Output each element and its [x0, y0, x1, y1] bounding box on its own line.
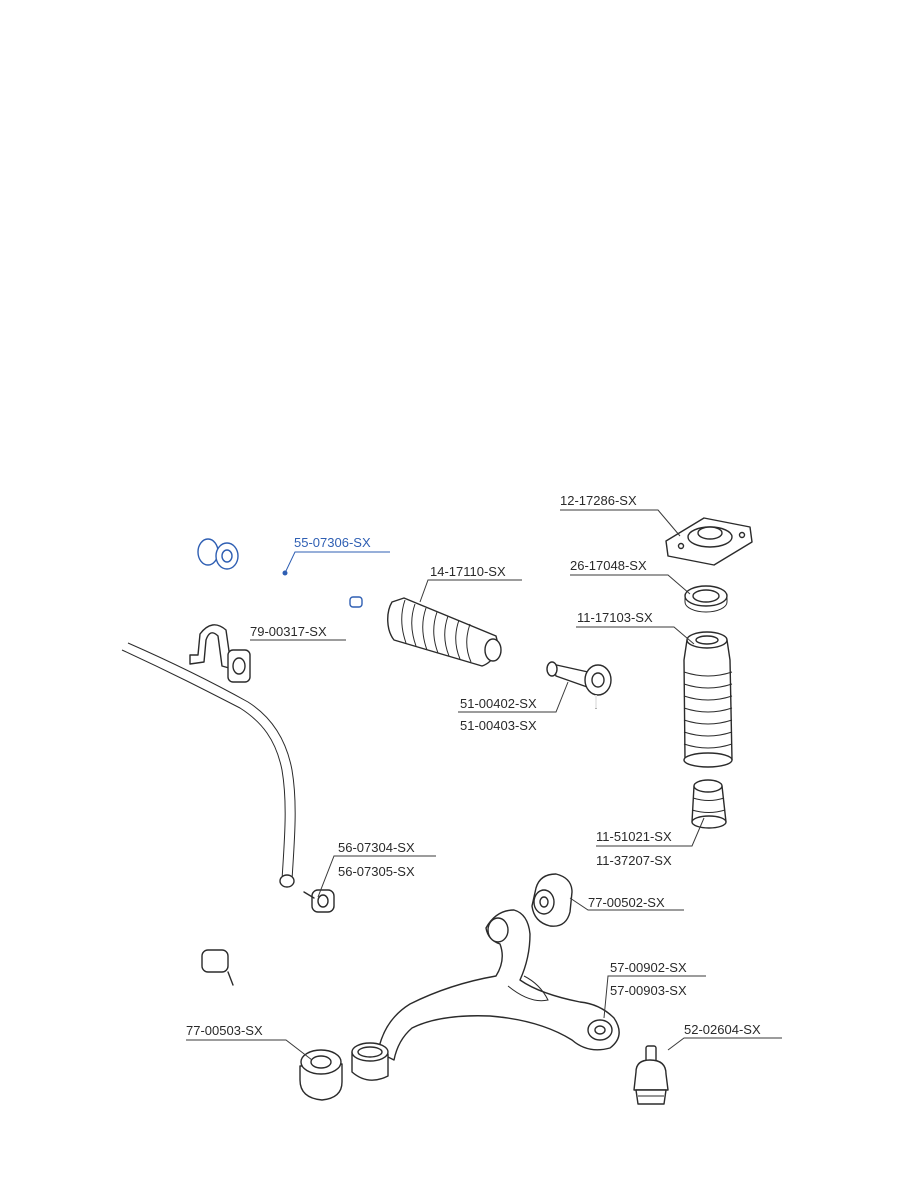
arm-ring-bushing-part	[351, 1042, 389, 1081]
arm-bushing-left-part-number: 77-00503-SX	[186, 1023, 263, 1038]
stabilizer-bar-part	[121, 642, 296, 888]
stab-link-part-number-1: 56-07304-SX	[338, 840, 415, 855]
arm-bushing-top-leader	[569, 897, 684, 911]
bump-stop-part-number-1: 11-51021-SX	[596, 829, 672, 844]
tie-rod-end-part	[546, 661, 612, 709]
control-arm-leader	[603, 975, 706, 1019]
bump-stop-leader	[596, 817, 705, 847]
ball-joint-part	[633, 1045, 669, 1105]
steering-boot-part	[387, 597, 502, 667]
bump-stop-part	[691, 779, 727, 829]
arm-bushing-top-part	[531, 873, 573, 927]
tie-rod-end-leader	[458, 681, 569, 713]
control-arm-part-number-2: 57-00903-SX	[610, 983, 687, 998]
dust-cover-part-number: 11-17103-SX	[577, 610, 653, 625]
lower-control-arm-part	[377, 909, 620, 1061]
bearing-leader	[570, 574, 691, 595]
tie-rod-end-part-number-2: 51-00403-SX	[460, 718, 537, 733]
stabilizer-link-part	[201, 889, 335, 986]
ball-joint-leader	[667, 1037, 782, 1051]
ball-joint-part-number: 52-02604-SX	[684, 1022, 761, 1037]
strut-bearing-part	[684, 585, 728, 613]
bushing-clamp-part	[189, 624, 251, 683]
tie-rod-part-number: 55-07306-SX	[294, 535, 371, 550]
tie-rod-end-part-number-1: 51-00402-SX	[460, 696, 537, 711]
mount-leader	[560, 509, 681, 537]
bearing-part-number: 26-17048-SX	[570, 558, 647, 573]
arm-bushing-left-leader	[186, 1039, 313, 1061]
strut-mount-part	[665, 517, 753, 566]
bushing-clamp-part-number: 79-00317-SX	[250, 624, 327, 639]
arm-bushing-top-part-number: 77-00502-SX	[588, 895, 665, 910]
stab-link-part-number-2: 56-07305-SX	[338, 864, 415, 879]
mount-part-number: 12-17286-SX	[560, 493, 637, 508]
bump-stop-part-number-2: 11-37207-SX	[596, 853, 672, 868]
stab-link-leader	[317, 855, 436, 898]
boot-leader	[419, 579, 522, 603]
control-arm-part-number-1: 57-00902-SX	[610, 960, 687, 975]
arm-bushing-left-part	[299, 1049, 343, 1101]
dust-cover-part	[683, 631, 733, 768]
boot-part-number: 14-17110-SX	[430, 564, 506, 579]
inner-tie-rod-part	[197, 538, 363, 608]
tie-rod-leader	[284, 551, 390, 574]
dust-cover-leader	[576, 626, 695, 645]
